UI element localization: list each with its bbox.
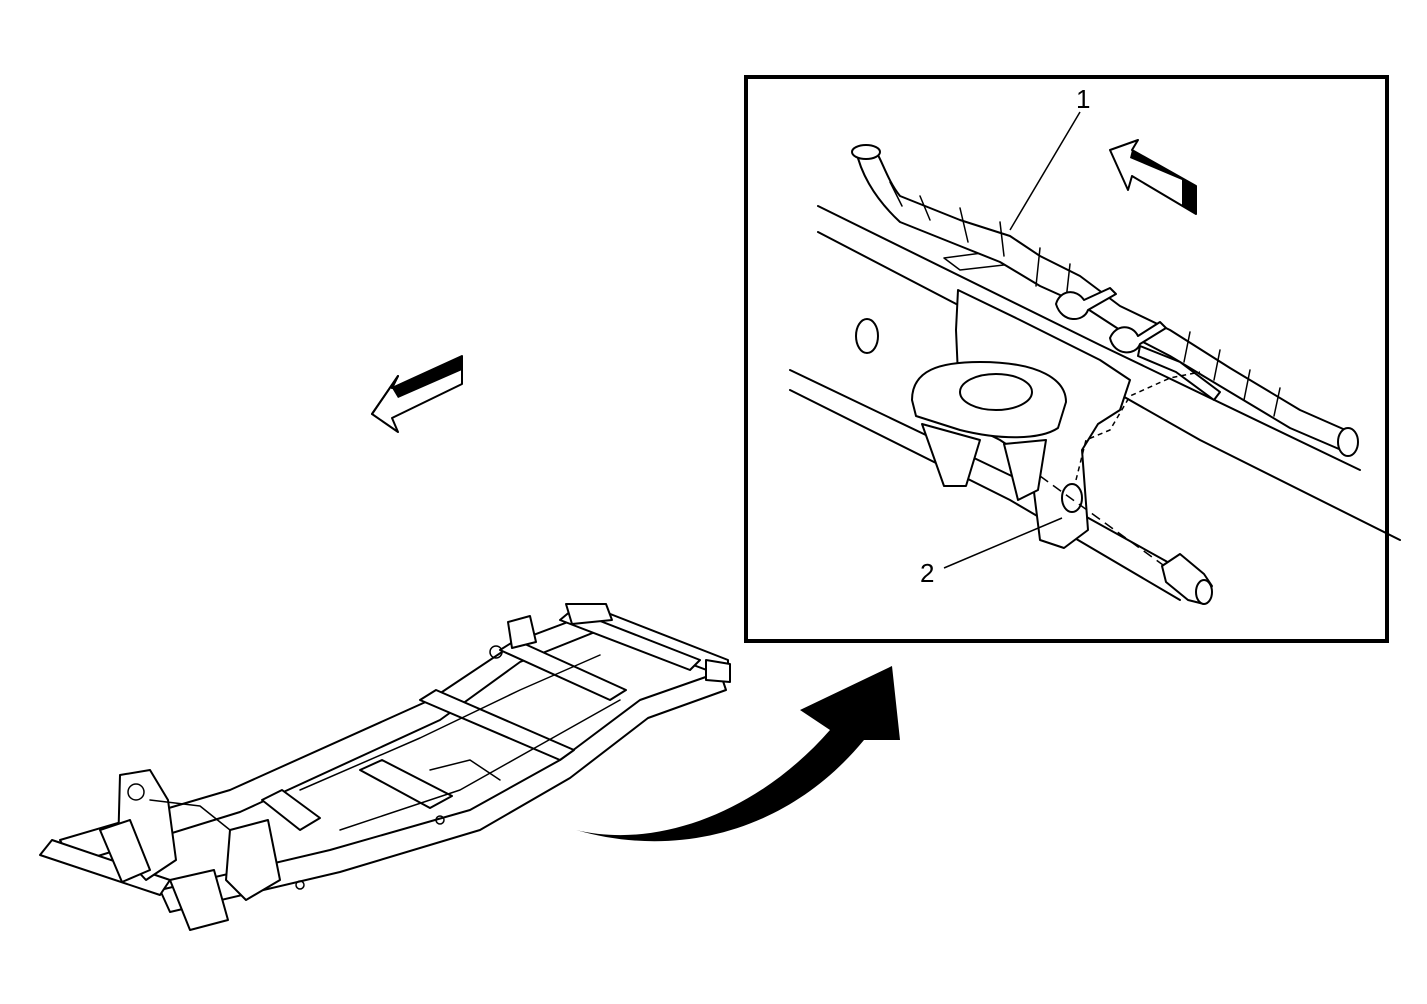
bolt — [1039, 475, 1213, 605]
callout-2: 2 — [920, 558, 934, 588]
callout-2-leader — [943, 517, 1063, 569]
spring-seat — [911, 361, 1067, 501]
callout-1: 1 — [1076, 84, 1090, 114]
wiring-harness — [851, 144, 1359, 457]
harness-routing-line — [1075, 371, 1201, 481]
vehicle-frame — [39, 603, 731, 931]
callout-1-leader — [1009, 111, 1081, 231]
front-direction-arrow-left — [371, 355, 463, 433]
detail-transition-arrow — [576, 666, 900, 842]
detail-view: 1 2 — [744, 75, 1401, 643]
front-direction-arrow-detail — [1109, 139, 1197, 215]
